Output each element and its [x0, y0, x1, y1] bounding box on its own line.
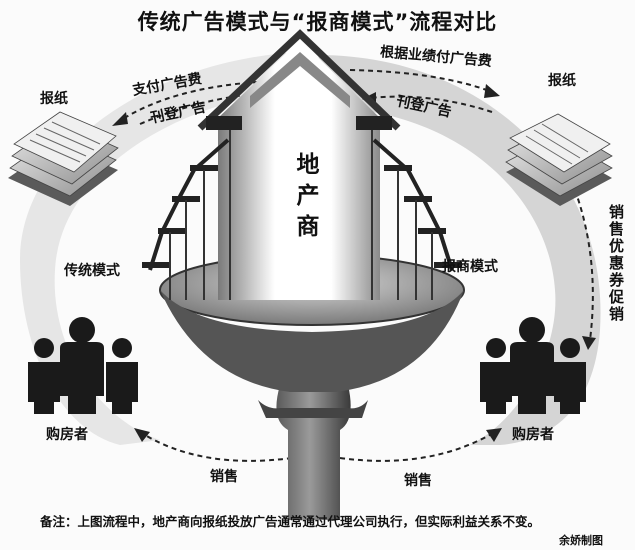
arrow-pay-right — [349, 69, 493, 93]
buyers-label-right: 购房者 — [512, 427, 554, 443]
sales-label-right: 销售 — [404, 473, 432, 489]
pedestal-collar — [258, 400, 368, 418]
diagram-title: 传统广告模式与“报商模式”流程对比 — [137, 10, 498, 34]
arrow-pay-left — [117, 81, 259, 123]
buyers-label-left: 购房者 — [46, 427, 88, 443]
arrow-sales-right — [339, 431, 496, 462]
center-developer-label: 地产商 — [292, 152, 318, 245]
arrowhead-pay-right — [484, 84, 500, 98]
arrowhead-sales-right — [486, 428, 502, 442]
newspaper-stack-right-icon — [505, 113, 613, 206]
coupon-label-right: 销售优惠券促销 — [607, 204, 625, 323]
arrowhead-sales-left — [134, 428, 150, 442]
arrow-sales-left — [139, 431, 293, 462]
developer-house-icon — [142, 29, 462, 300]
arrowhead-coupon-right — [582, 336, 596, 350]
pedestal-bowl-underside — [160, 290, 464, 392]
newspaper-label-right: 报纸 — [548, 73, 576, 89]
buyers-group-left-icon — [28, 317, 138, 414]
buyers-group-right-icon — [480, 317, 586, 414]
newspaper-label-left: 报纸 — [40, 91, 68, 107]
arrow-publish-right — [369, 95, 493, 113]
newspaper-stack-left-icon — [8, 111, 119, 206]
credit: 余娇制图 — [559, 534, 603, 547]
mode-label-right: 报商模式 — [442, 259, 498, 275]
sales-label-left: 销售 — [210, 469, 238, 485]
mode-label-left: 传统模式 — [64, 263, 120, 279]
footnote: 备注：上图流程中，地产商向报纸投放广告通常通过代理公司执行，但实际利益关系不变。 — [40, 514, 541, 529]
arrow-coupon-right — [574, 189, 594, 341]
arrowhead-pay-left — [112, 112, 128, 126]
pedestal-shaft — [276, 385, 351, 520]
